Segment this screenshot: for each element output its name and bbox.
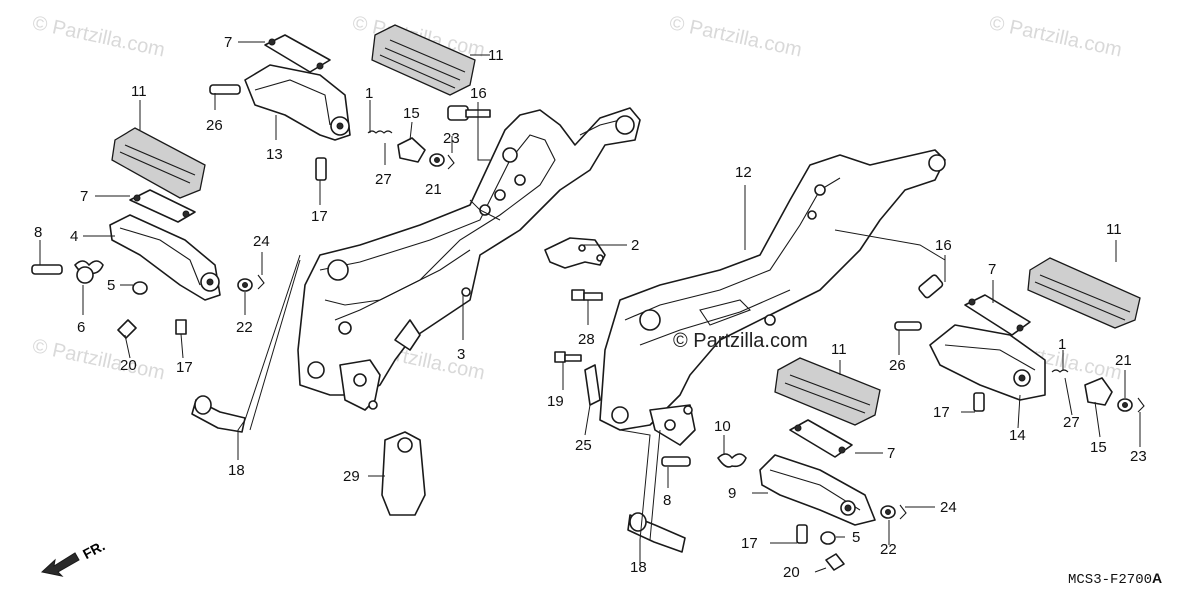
callout-8: 8: [34, 224, 43, 241]
callout-23: 23: [443, 130, 460, 147]
callout-26: 26: [889, 357, 906, 374]
callout-7: 7: [887, 445, 896, 462]
callout-20: 20: [783, 564, 800, 581]
callout-7: 7: [224, 34, 233, 51]
callout-22: 22: [880, 541, 897, 558]
right-holder-bracket: [599, 149, 946, 446]
callout-21: 21: [1115, 352, 1132, 369]
callout-17: 17: [176, 359, 193, 376]
callout-21: 21: [425, 181, 442, 198]
left-lower-footpeg: [109, 189, 221, 301]
callout-14: 14: [1009, 427, 1026, 444]
front-direction-arrow: [40, 552, 80, 577]
callout-19: 19: [547, 393, 564, 410]
part-2-bracket: [544, 237, 606, 269]
callout-18: 18: [630, 559, 647, 576]
callout-23: 23: [1130, 448, 1147, 465]
rubber-pad-center: [774, 357, 881, 426]
diagram-code-text: MCS3-F2700: [1068, 572, 1153, 588]
callout-26: 26: [206, 117, 223, 134]
left-upper-footpeg: [244, 34, 351, 141]
callout-28: 28: [578, 331, 595, 348]
callout-24: 24: [940, 499, 957, 516]
callout-3: 3: [457, 346, 466, 363]
callout-18: 18: [228, 462, 245, 479]
callout-16: 16: [470, 85, 487, 102]
callout-11: 11: [131, 83, 147, 100]
leader-lines: [39, 41, 1141, 573]
diagram-code-suffix: A: [1152, 570, 1163, 586]
callout-5: 5: [107, 277, 116, 294]
callout-11: 11: [831, 341, 847, 358]
callout-9: 9: [728, 485, 737, 502]
callout-17: 17: [311, 208, 328, 225]
callout-4: 4: [70, 228, 79, 245]
plate-29: [381, 431, 426, 516]
callout-10: 10: [714, 418, 731, 435]
callout-11: 11: [488, 47, 504, 64]
callout-11: 11: [1106, 221, 1122, 238]
callout-5: 5: [852, 529, 861, 546]
callout-15: 15: [1090, 439, 1107, 456]
callout-29: 29: [343, 468, 360, 485]
diagram-code: MCS3-F2700A: [1068, 570, 1162, 588]
callout-1: 1: [365, 85, 374, 102]
callout-1: 1: [1058, 336, 1067, 353]
callout-13: 13: [266, 146, 283, 163]
left-holder-bracket: [297, 107, 641, 411]
callout-7: 7: [80, 188, 89, 205]
center-watermark: © Partzilla.com: [673, 330, 808, 352]
right-hardware: [627, 274, 1145, 571]
callout-20: 20: [120, 357, 137, 374]
rubber-pad-right: [1027, 257, 1141, 329]
callout-27: 27: [375, 171, 392, 188]
callout-12: 12: [735, 164, 752, 181]
callout-17: 17: [741, 535, 758, 552]
callout-7: 7: [988, 261, 997, 278]
callout-15: 15: [403, 105, 420, 122]
rubber-pad-left: [111, 127, 206, 199]
callout-2: 2: [631, 237, 640, 254]
callout-6: 6: [77, 319, 86, 336]
callout-17: 17: [933, 404, 950, 421]
center-hardware: [554, 289, 603, 406]
rubber-pad-top: [371, 24, 476, 96]
callout-22: 22: [236, 319, 253, 336]
callout-16: 16: [935, 237, 952, 254]
callout-27: 27: [1063, 414, 1080, 431]
right-upper-footpeg: [929, 294, 1046, 401]
callout-25: 25: [575, 437, 592, 454]
callout-8: 8: [663, 492, 672, 509]
callout-24: 24: [253, 233, 270, 250]
right-lower-footpeg: [759, 419, 876, 526]
